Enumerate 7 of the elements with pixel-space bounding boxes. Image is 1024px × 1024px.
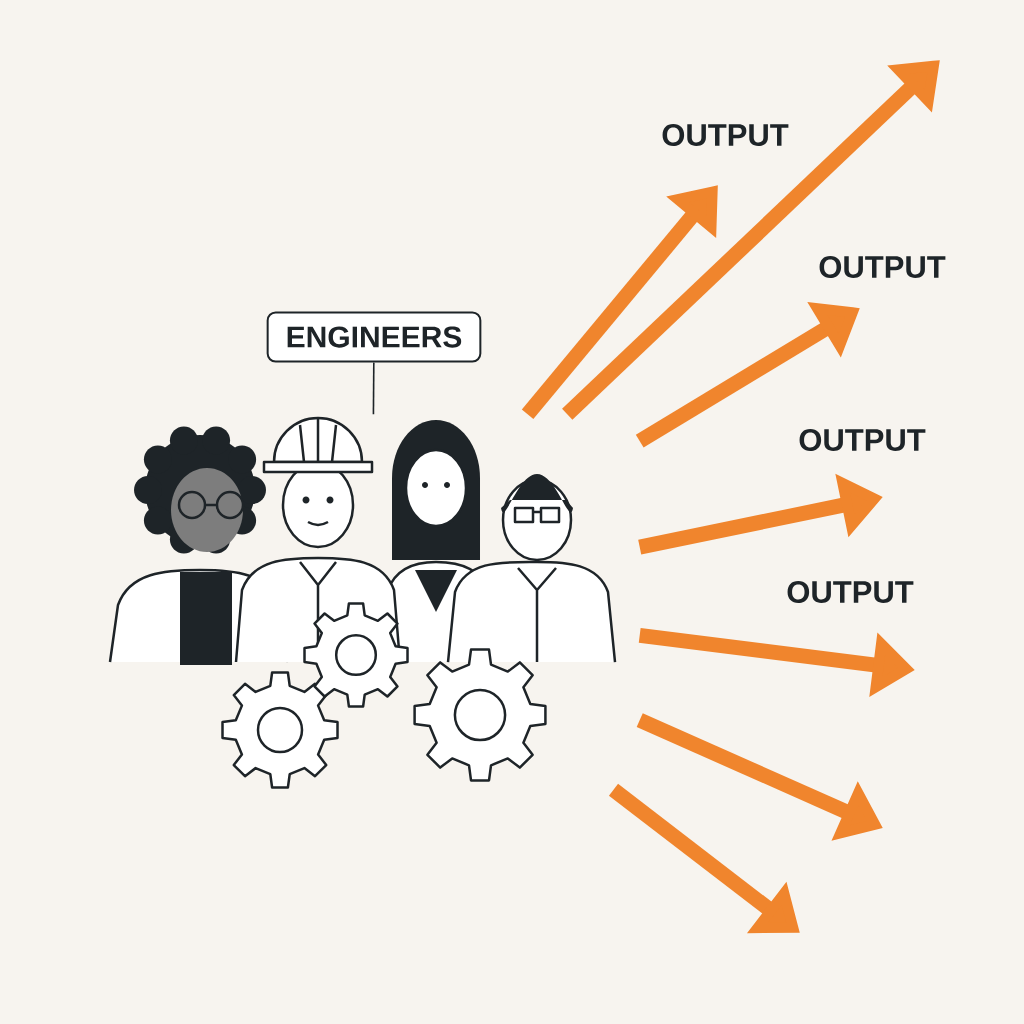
output-label: OUTPUT <box>787 581 914 603</box>
output-label: OUTPUT <box>662 124 789 146</box>
engineers-drawing <box>108 416 617 789</box>
output-label: OUTPUT <box>819 256 946 278</box>
output-label: OUTPUT <box>799 429 926 451</box>
callout-box: ENGINEERS <box>266 311 482 363</box>
leader-line <box>372 361 375 416</box>
